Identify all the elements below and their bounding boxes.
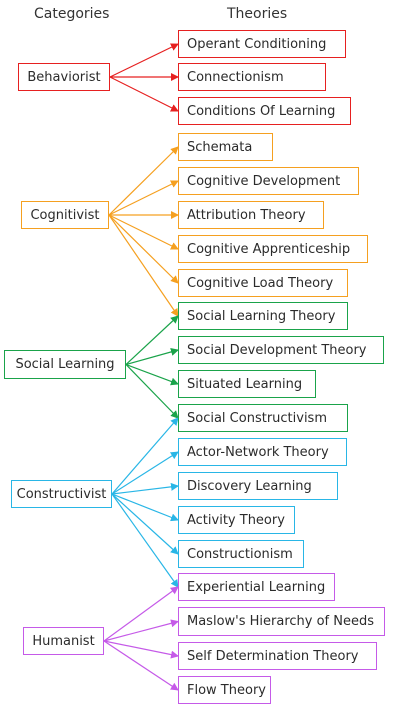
connector-4-3 — [103, 640, 179, 691]
theory-cognitive-apprenticeship: Cognitive Apprenticeship — [178, 235, 368, 263]
connector-3-1 — [111, 451, 179, 495]
theory-social-constructivism: Social Constructivism — [178, 404, 348, 432]
connector-2-2 — [125, 363, 179, 386]
theory-operant-conditioning: Operant Conditioning — [178, 30, 346, 58]
category-constructivist: Constructivist — [11, 480, 112, 508]
theory-cognitive-development: Cognitive Development — [178, 167, 359, 195]
theories-header: Theories — [227, 6, 288, 22]
category-humanist: Humanist — [23, 627, 104, 655]
theory-conditions-of-learning: Conditions Of Learning — [178, 97, 351, 125]
theory-social-development-theory: Social Development Theory — [178, 336, 384, 364]
connector-1-4 — [108, 214, 179, 284]
theory-activity-theory: Activity Theory — [178, 506, 295, 534]
connector-1-0 — [108, 146, 179, 216]
theory-constructionism: Constructionism — [178, 540, 304, 568]
connector-1-1 — [108, 180, 179, 216]
theory-situated-learning: Situated Learning — [178, 370, 316, 398]
connector-3-4 — [111, 493, 179, 555]
theory-flow-theory: Flow Theory — [178, 676, 271, 704]
connector-3-5 — [111, 493, 179, 588]
connector-4-2 — [103, 640, 179, 659]
category-cognitivist: Cognitivist — [21, 201, 109, 229]
theory-cognitive-load-theory: Cognitive Load Theory — [178, 269, 348, 297]
connector-1-5 — [108, 214, 179, 317]
connector-2-1 — [125, 348, 179, 366]
connector-3-3 — [111, 493, 179, 522]
theory-self-determination-theory: Self Determination Theory — [178, 642, 377, 670]
connector-2-0 — [125, 315, 179, 365]
theory-schemata: Schemata — [178, 133, 273, 161]
theory-maslows-hierarchy-of-needs: Maslow's Hierarchy of Needs — [178, 607, 385, 636]
theory-experiential-learning: Experiential Learning — [178, 573, 335, 601]
connector-0-2 — [109, 76, 179, 112]
categories-header: Categories — [34, 6, 110, 22]
theory-discovery-learning: Discovery Learning — [178, 472, 338, 500]
category-behaviorist: Behaviorist — [18, 63, 110, 91]
theory-connectionism: Connectionism — [178, 63, 326, 91]
category-social-learning: Social Learning — [4, 350, 126, 379]
connector-4-1 — [103, 619, 179, 642]
theory-social-learning-theory: Social Learning Theory — [178, 302, 348, 330]
theory-actor-network-theory: Actor-Network Theory — [178, 438, 347, 466]
connector-4-0 — [103, 586, 179, 642]
connector-3-0 — [111, 417, 179, 495]
connector-0-0 — [109, 43, 179, 78]
connector-3-2 — [111, 482, 179, 495]
theory-attribution-theory: Attribution Theory — [178, 201, 324, 229]
connector-2-3 — [125, 364, 179, 419]
connector-1-3 — [108, 214, 179, 250]
